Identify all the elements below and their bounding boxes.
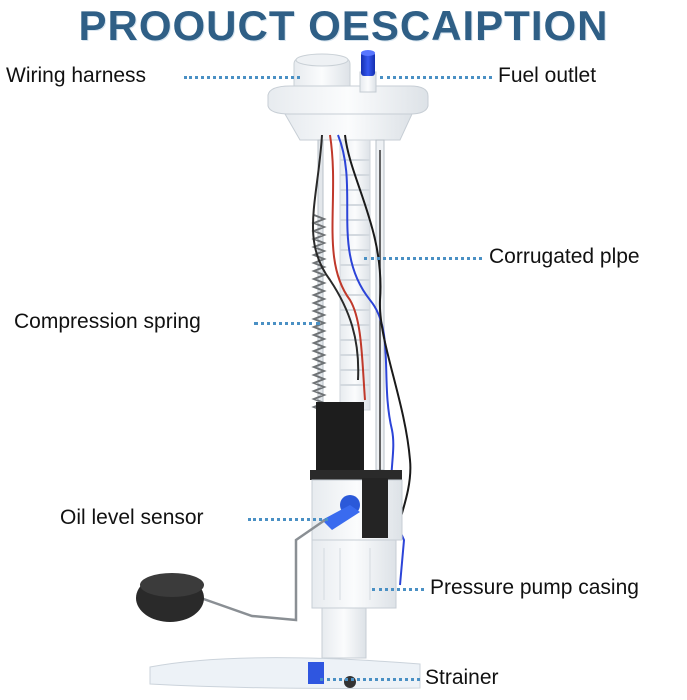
label-wiring-harness: Wiring harness bbox=[6, 64, 147, 87]
label-corrugated-pipe: Corrugated plpe bbox=[489, 245, 640, 268]
strainer-part bbox=[149, 657, 421, 689]
page-title: PROOUCT OESCAIPTION bbox=[78, 2, 609, 49]
leader-pressure-pump-casing bbox=[372, 588, 424, 591]
corrugated-pipe-part bbox=[339, 139, 371, 411]
fuel-outlet-part bbox=[359, 50, 377, 93]
pressure-pump-casing-part bbox=[311, 539, 397, 659]
leader-corrugated-pipe bbox=[364, 257, 482, 260]
label-fuel-outlet: Fuel outlet bbox=[498, 64, 597, 87]
label-pressure-pump-casing: Pressure pump casing bbox=[430, 576, 639, 599]
leader-strainer bbox=[320, 678, 420, 681]
top-flange bbox=[267, 53, 429, 141]
leader-oil-level-sensor bbox=[248, 518, 328, 521]
label-strainer: Strainer bbox=[425, 666, 499, 689]
leader-compression-spring bbox=[254, 322, 320, 325]
pump-module bbox=[310, 402, 403, 541]
leader-wiring-harness bbox=[184, 76, 300, 79]
leader-fuel-outlet bbox=[380, 76, 492, 79]
float-assembly bbox=[136, 518, 326, 622]
label-compression-spring: Compression spring bbox=[14, 310, 201, 333]
label-oil-level-sensor: Oil level sensor bbox=[60, 506, 204, 529]
